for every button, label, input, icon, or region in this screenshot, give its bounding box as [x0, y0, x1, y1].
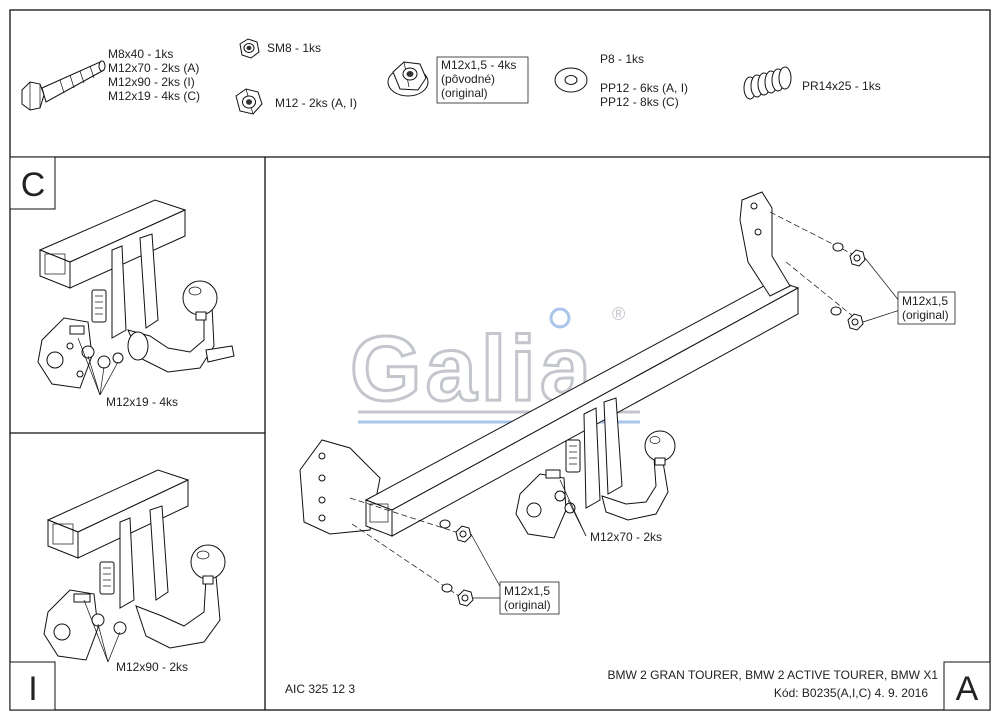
tow-bar-variant-c	[37, 199, 235, 396]
panel-letter-a-box: A	[943, 661, 991, 711]
variant-a-bolt-label: M12x70 - 2ks	[590, 530, 662, 544]
washer-icon	[554, 67, 588, 93]
tow-bar-variant-a	[299, 191, 901, 607]
flange-nut-icon	[387, 61, 429, 97]
product-code-date: Kód: B0235(A,I,C) 4. 9. 2016	[774, 686, 928, 700]
small-nut-spec: SM8 - 1ks	[267, 41, 321, 55]
spring-icon	[743, 66, 792, 100]
callout-bottom: M12x1,5 (original)	[504, 584, 553, 612]
panel-letter-c-box: C	[9, 156, 56, 210]
washer-spec: P8 - 1ks	[600, 52, 644, 66]
variant-i-bolt-label: M12x90 - 2ks	[116, 660, 188, 674]
spring-washer-spec: PP12 - 6ks (A, I) PP12 - 8ks (C)	[600, 81, 691, 109]
flange-nut-spec: M12x1,5 - 4ks (pôvodné) (original)	[441, 58, 520, 100]
callout-box-bottom	[499, 581, 560, 615]
small-nut-icon	[239, 38, 260, 59]
nut-spec: M12 - 2ks (A, I)	[275, 96, 357, 110]
flange-nut-spec-box	[436, 56, 529, 104]
vehicle-models: BMW 2 GRAN TOURER, BMW 2 ACTIVE TOURER, …	[608, 668, 939, 682]
panel-letter-a: A	[956, 670, 979, 708]
drawing-code: AIC 325 12 3	[285, 682, 355, 696]
panel-letter-i: I	[28, 670, 37, 708]
panel-letter-i-box: I	[9, 661, 56, 711]
nut-icon	[235, 88, 263, 115]
spring-spec: PR14x25 - 1ks	[802, 79, 881, 93]
tow-bar-variant-i	[43, 469, 226, 663]
bolt-icon	[21, 60, 106, 111]
galia-logo-mark: ®	[612, 304, 625, 324]
panel-letter-c: C	[21, 166, 46, 204]
drawing-frame	[9, 9, 991, 711]
callout-box-top	[897, 291, 956, 325]
bolt-spec: M8x40 - 1ks M12x70 - 2ks (A) M12x90 - 2k…	[108, 47, 203, 103]
callout-top: M12x1,5 (original)	[902, 294, 951, 322]
variant-c-bolt-label: M12x19 - 4ks	[106, 395, 178, 409]
